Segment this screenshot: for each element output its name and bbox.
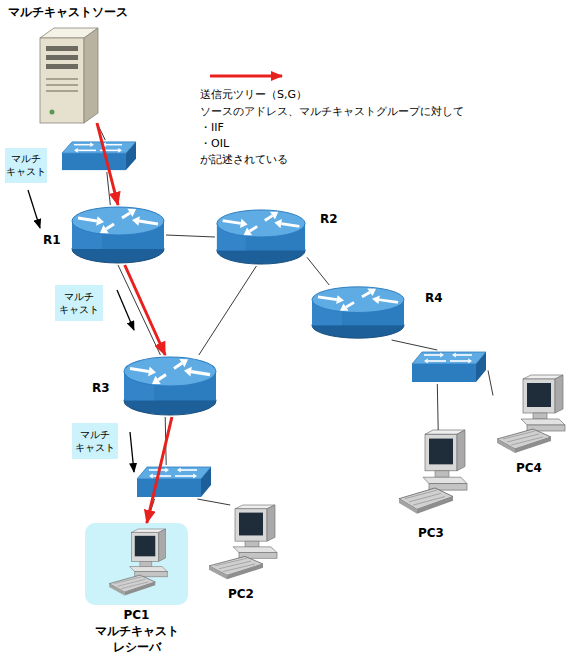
node-label: R3 xyxy=(92,381,120,397)
callout-box: マルチ キャスト xyxy=(5,148,47,183)
flow-arrow xyxy=(117,290,134,330)
legend-sample xyxy=(210,75,282,78)
pc-symbol xyxy=(395,430,467,518)
pc-symbol xyxy=(205,505,277,583)
network-link xyxy=(307,257,329,285)
router-icon: R4 xyxy=(310,285,406,340)
note-text: が記述されている xyxy=(200,153,288,167)
switch-symbol xyxy=(60,140,138,172)
source-tree-arrow xyxy=(147,417,172,523)
router-icon: R3 xyxy=(122,355,218,417)
pc-icon: PC4 xyxy=(493,375,565,457)
pc-symbol xyxy=(91,529,182,599)
node-label: マルチキャストソース xyxy=(8,5,158,21)
switch-symbol xyxy=(135,465,213,499)
callout-text: マルチ キャスト xyxy=(55,290,103,316)
note-text: ・IIF xyxy=(200,121,224,135)
pc-icon: PC2 xyxy=(205,505,277,583)
network-link xyxy=(437,384,439,430)
pc-icon: PC3 xyxy=(395,430,467,518)
flow-arrow xyxy=(130,432,134,472)
callout-text: マルチ キャスト xyxy=(72,428,118,454)
callout-text: マルチ キャスト xyxy=(5,152,47,178)
network-link xyxy=(97,123,105,140)
switch-symbol xyxy=(410,350,488,384)
network-link xyxy=(488,370,493,395)
network-link xyxy=(147,499,155,523)
server-icon: マルチキャストソース xyxy=(40,28,100,123)
node-label: R2 xyxy=(320,212,350,228)
router-symbol xyxy=(215,208,307,266)
node-label: R4 xyxy=(425,291,455,307)
router-icon: R1 xyxy=(70,205,166,265)
network-link xyxy=(199,266,257,355)
router-symbol xyxy=(310,285,406,340)
pc-symbol xyxy=(493,375,565,457)
switch-icon xyxy=(135,465,213,499)
router-symbol xyxy=(122,355,218,417)
node-label: PC2 xyxy=(205,587,277,603)
receiver-box: PC1マルチキャスト レシーバ xyxy=(85,523,188,605)
node-label: PC1 xyxy=(75,608,198,624)
network-link xyxy=(165,417,166,465)
network-link xyxy=(197,499,230,505)
legend-text: 送信元ツリー（S,G） xyxy=(200,88,307,101)
node-label: R1 xyxy=(43,233,69,249)
server-symbol xyxy=(40,28,100,123)
node-label: マルチキャスト レシーバ xyxy=(75,624,198,655)
network-link xyxy=(118,265,160,355)
legend-entry: 送信元ツリー（S,G） xyxy=(200,88,307,102)
switch-icon xyxy=(410,350,488,384)
note-text: ・OIL xyxy=(200,137,229,151)
network-link xyxy=(392,340,438,350)
network-link xyxy=(107,172,111,205)
callout-box: マルチ キャスト xyxy=(72,423,118,459)
router-symbol xyxy=(70,205,166,265)
switch-icon xyxy=(60,140,138,172)
source-tree-arrow xyxy=(125,265,165,355)
node-label: PC3 xyxy=(395,526,467,542)
note-text: ソースのアドレス、マルチキャストグループに対して xyxy=(200,105,464,119)
node-label: PC4 xyxy=(493,461,565,477)
router-icon: R2 xyxy=(215,208,307,266)
callout-box: マルチ キャスト xyxy=(55,285,103,321)
flow-arrow xyxy=(28,190,40,228)
network-link xyxy=(166,235,215,237)
